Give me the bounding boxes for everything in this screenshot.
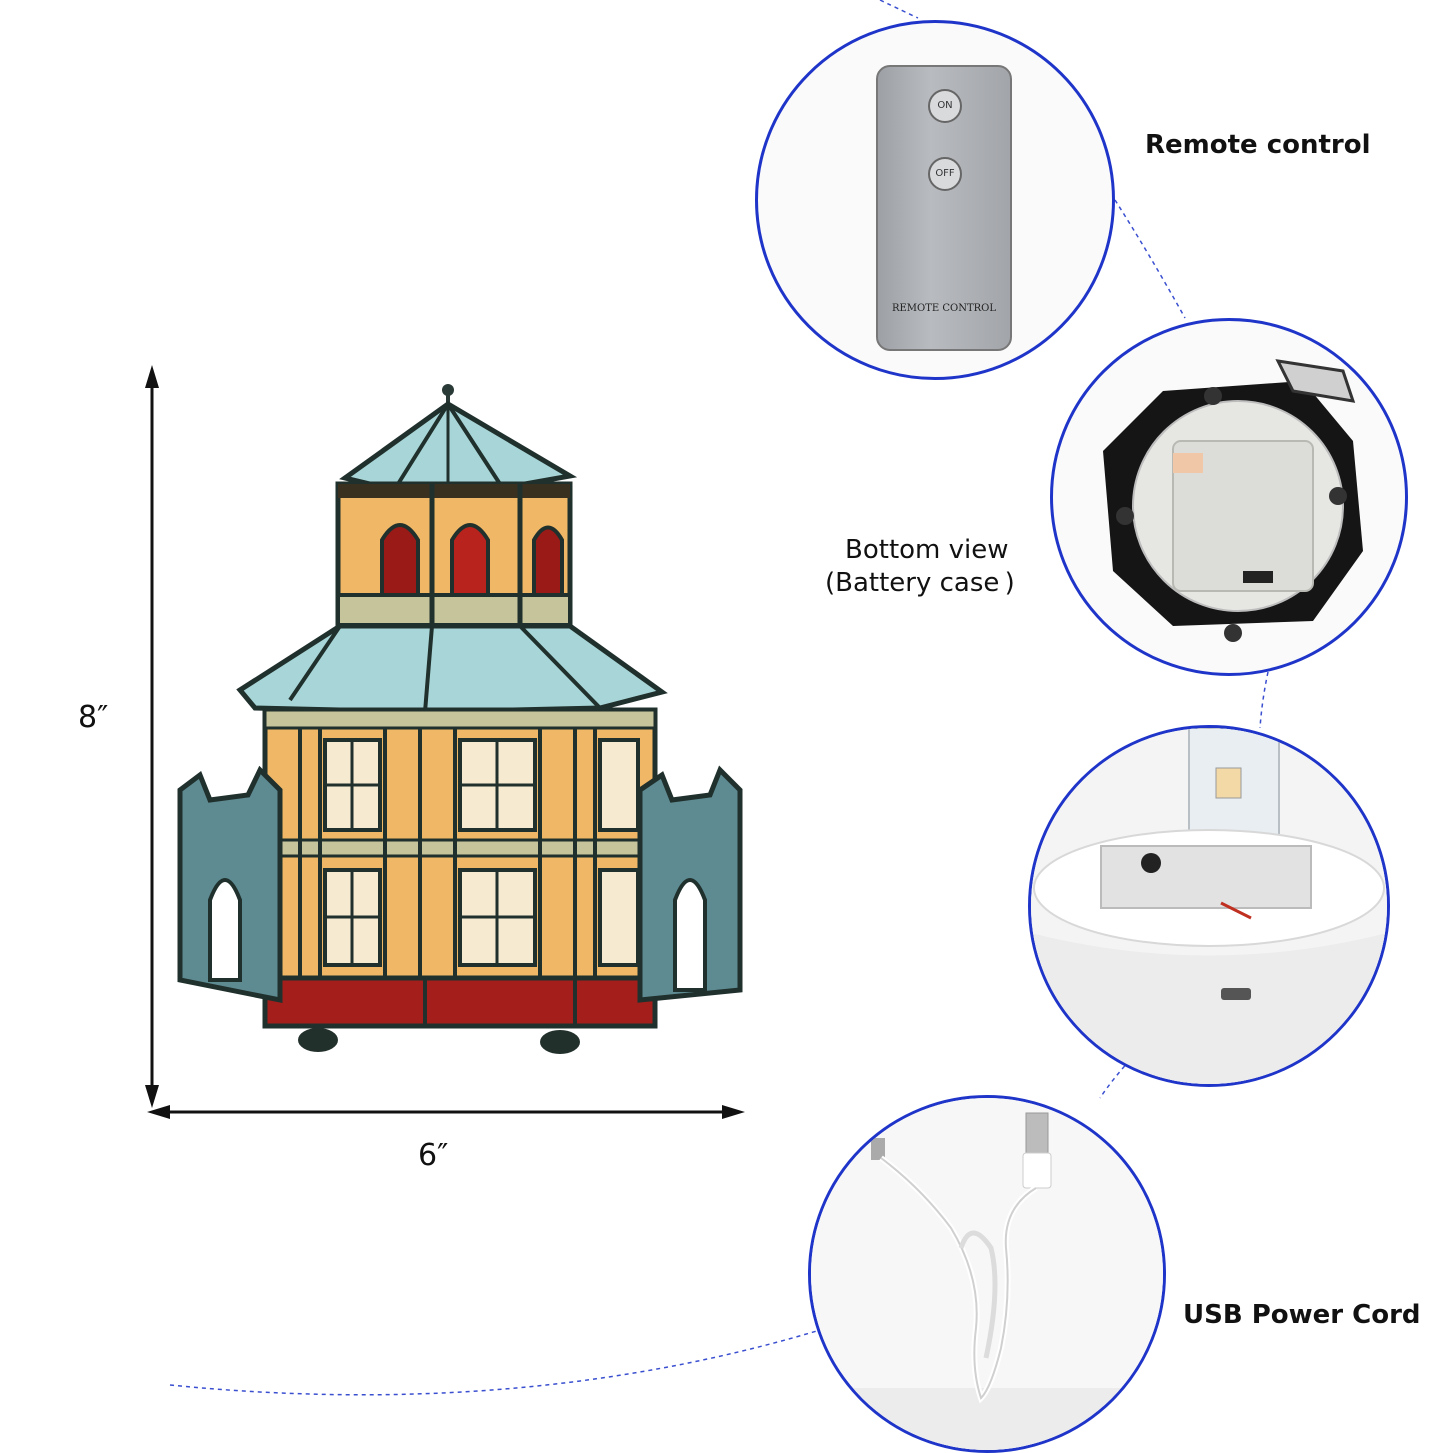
remote-device-text: REMOTE CONTROL: [891, 303, 997, 314]
on-button: ON: [928, 89, 962, 123]
battery-case-image: [1103, 359, 1363, 642]
remote-control-label: Remote control: [1145, 130, 1371, 160]
width-dimension: 6″: [418, 1138, 449, 1173]
off-button: OFF: [928, 157, 962, 191]
bottom-view-circle: [1050, 318, 1408, 676]
remote-control-circle: ON OFF REMOTE CONTROL: [755, 20, 1115, 380]
bottom-view-label: Bottom view: [845, 535, 1009, 565]
dimension-arrows: [145, 365, 745, 1119]
led-board-circle: [1028, 725, 1390, 1087]
remote-control-device: ON OFF REMOTE CONTROL: [876, 65, 1012, 351]
usb-cord-image: [811, 1098, 1163, 1450]
usb-cord-circle: [808, 1095, 1166, 1453]
height-dimension: 8″: [78, 700, 109, 735]
battery-case-label: (Battery case ): [825, 568, 1015, 598]
lighthouse-lamp-image: [177, 384, 743, 1054]
usb-power-cord-label: USB Power Cord: [1183, 1300, 1421, 1330]
led-board-image: [1031, 728, 1387, 1084]
